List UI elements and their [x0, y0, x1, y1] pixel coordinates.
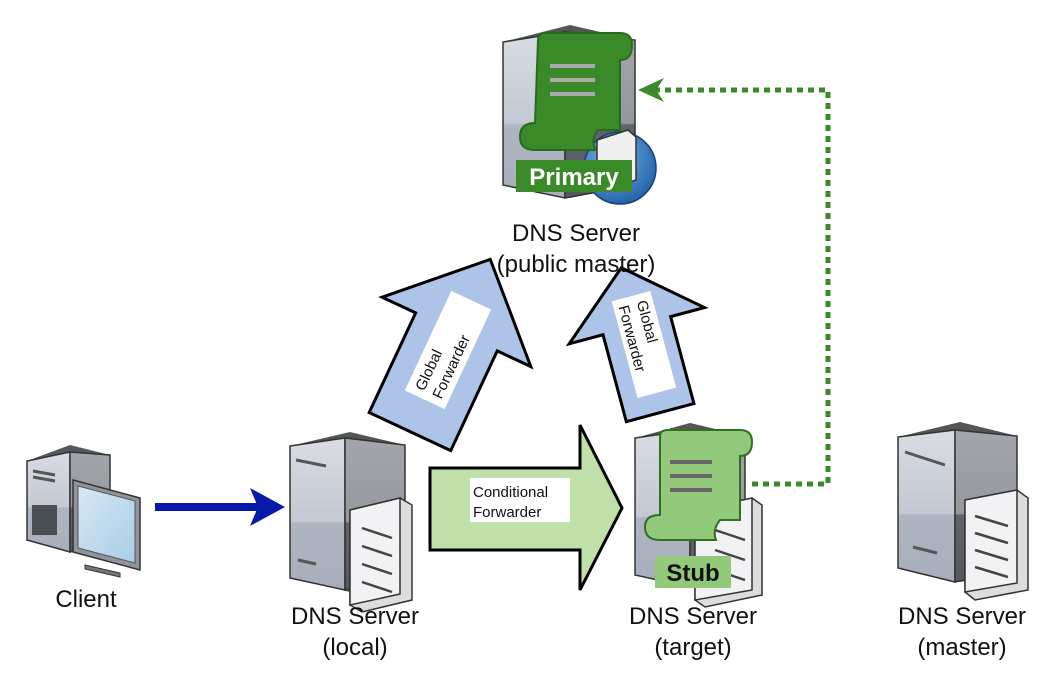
dns-master-label-line1: DNS Server	[898, 603, 1026, 630]
server-icon	[289, 432, 413, 613]
zone-document-icon	[964, 489, 1029, 601]
dns-public-master-label-line1: DNS Server	[512, 220, 640, 247]
conditional-forwarder-arrow: Conditional Forwarder	[428, 424, 624, 591]
query-arrowhead-icon	[250, 488, 285, 526]
stub-scroll-icon	[643, 429, 754, 541]
stub-badge	[655, 556, 731, 588]
dns-server-local-node[interactable]: DNS Server (local)	[289, 432, 419, 661]
zone-document-icon	[349, 497, 413, 613]
global-forwarder-arrow-right: Global Forwarder	[565, 265, 709, 424]
client-label: Client	[55, 586, 117, 613]
dns-master-label-line2: (master)	[917, 634, 1006, 661]
dns-local-label-line2: (local)	[322, 634, 387, 661]
zone-transfer-dotted-link	[638, 78, 831, 487]
dns-public-master-label-line2: (public master)	[497, 251, 656, 278]
primary-badge-label: Primary	[529, 164, 619, 191]
server-icon: Primary	[502, 25, 657, 205]
primary-badge	[516, 160, 632, 192]
server-icon: Stub	[634, 423, 763, 608]
dns-server-public-master-node[interactable]: Primary DNS Server (public master)	[497, 25, 657, 278]
dns-target-label-line2: (target)	[654, 634, 731, 661]
query-arrow	[155, 488, 285, 526]
stub-badge-label: Stub	[666, 560, 719, 587]
dotted-arrowhead-icon	[638, 78, 664, 102]
dns-local-label-line1: DNS Server	[291, 603, 419, 630]
conditional-forwarder-label-line1: Conditional	[473, 484, 548, 501]
client-node[interactable]: Client	[26, 445, 141, 613]
dns-target-label-line1: DNS Server	[629, 603, 757, 630]
conditional-forwarder-label-line2: Forwarder	[473, 504, 541, 521]
client-computer-icon	[26, 445, 141, 578]
primary-scroll-icon	[518, 32, 634, 151]
server-icon	[897, 422, 1029, 601]
global-forwarder-arrow-left: Global Forwarder	[367, 257, 534, 453]
dns-server-target-node[interactable]: Stub DNS Server (target)	[629, 423, 763, 661]
dns-server-master-node[interactable]: DNS Server (master)	[897, 422, 1029, 661]
